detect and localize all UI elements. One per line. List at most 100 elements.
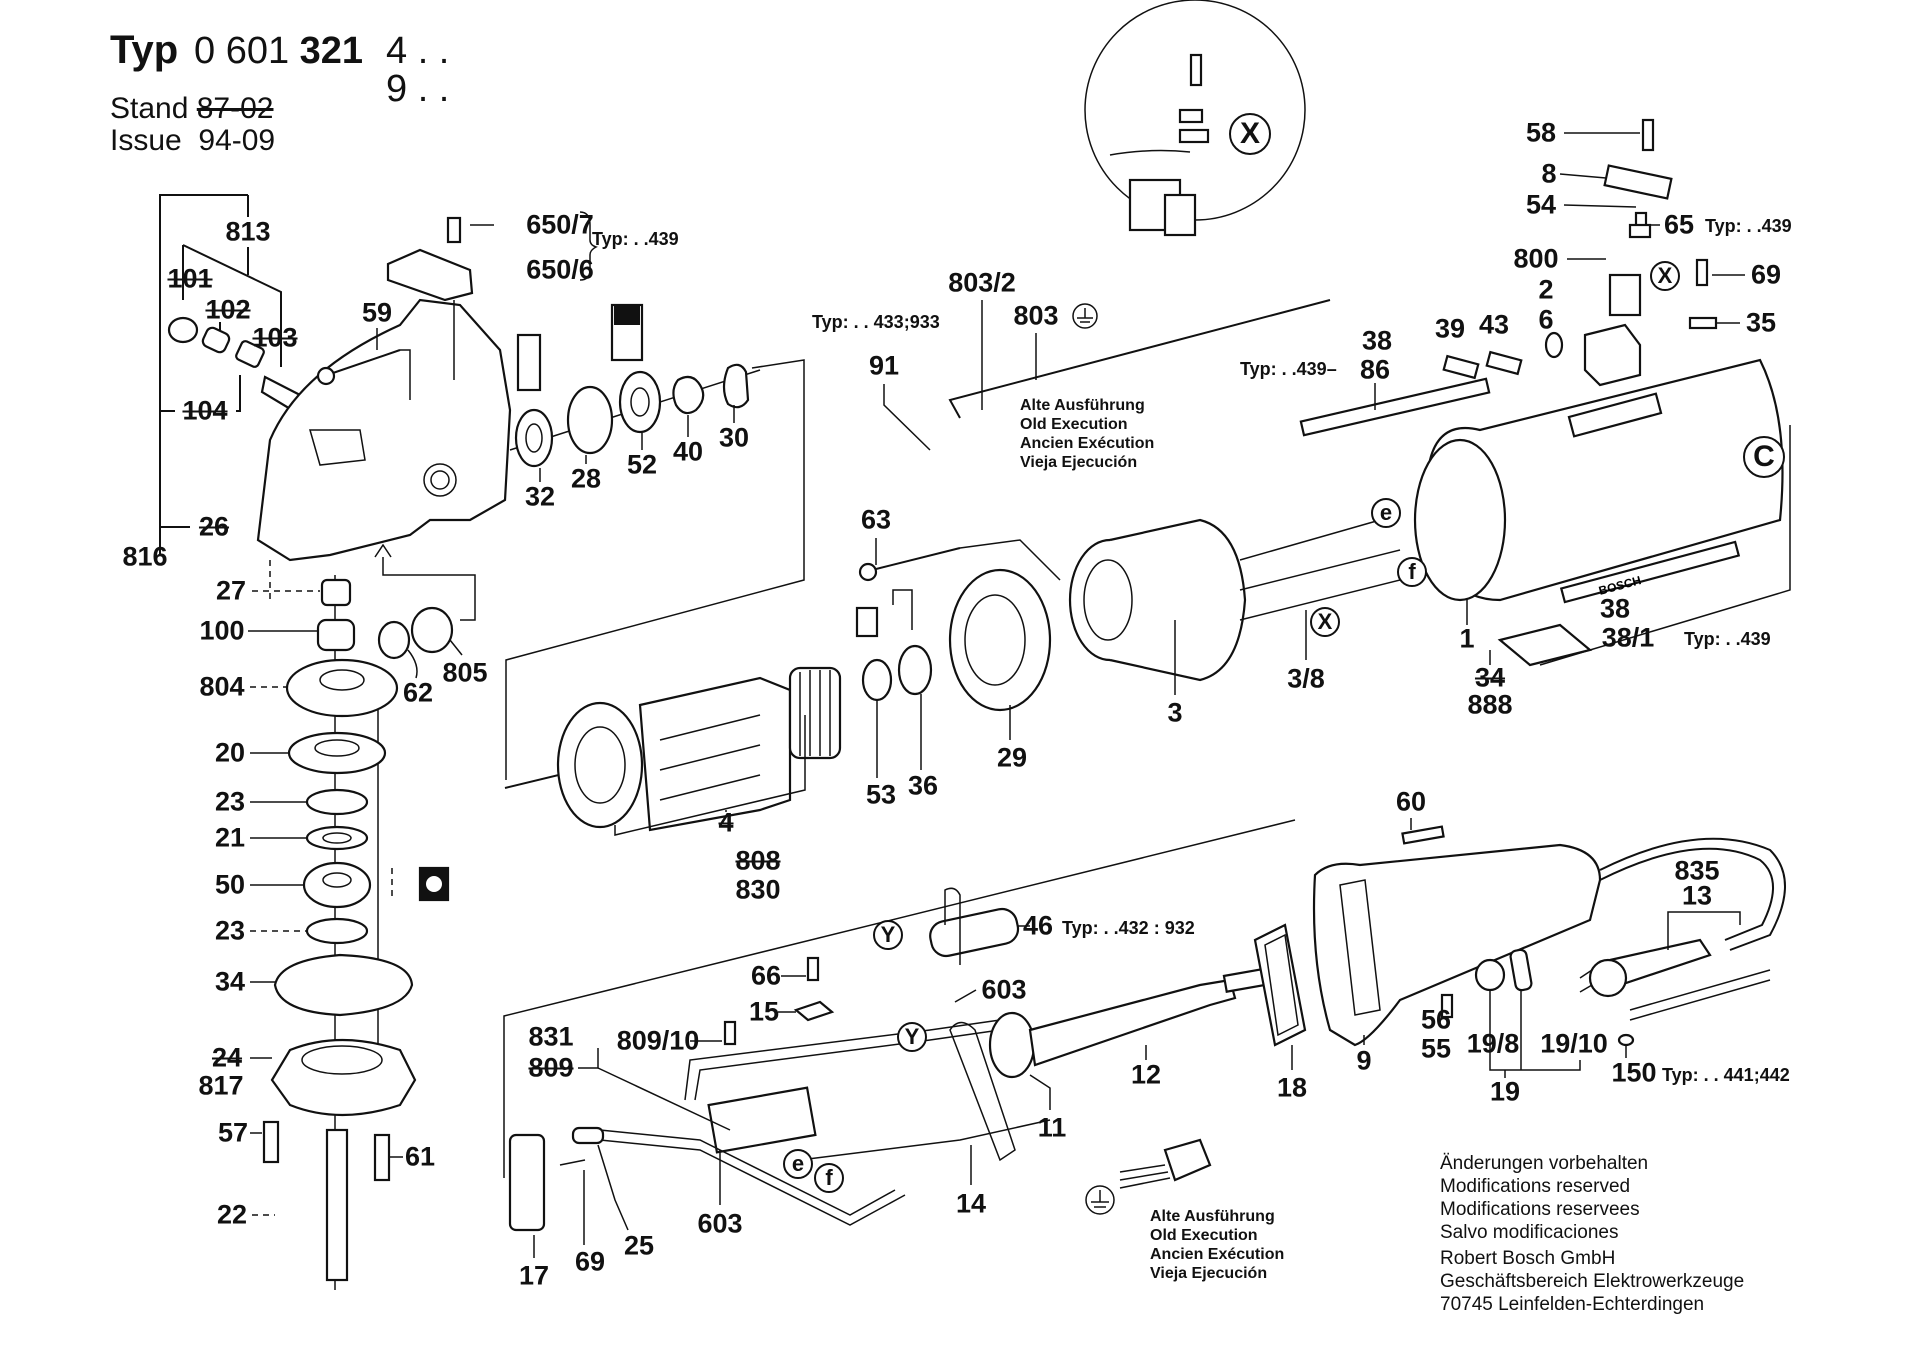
part-callout-1: 1 [1459,623,1475,654]
reference-marker-y-top: Y [873,920,903,950]
part-callout-4: 4 [718,807,734,838]
part-callout-18: 18 [1276,1072,1308,1103]
footer-company: Robert Bosch GmbH [1440,1248,1616,1269]
part-callout-650-6: 650/6 [526,254,594,285]
part-callout-34-888s: 34 [1474,662,1506,693]
part-callout-103: 103 [252,322,298,353]
type-note-typ-86: Typ: . .439– [1240,359,1337,379]
typ-variant-1: 4 . . [386,30,450,72]
part-callout-101: 101 [167,263,213,294]
part-callout-14: 14 [955,1188,987,1219]
part-callout-40: 40 [672,436,704,467]
part-callout-29: 29 [996,742,1028,773]
handle-and-cord [1312,818,1786,1078]
part-callout-26: 26 [198,511,230,542]
type-note-typ-650: Typ: . .439 [592,229,679,249]
part-callout-24: 24 [211,1042,243,1073]
part-callout-56: 56 [1420,1004,1452,1035]
gear-housing-26 [256,211,598,621]
stand-value: 87-02 [196,92,274,125]
part-callout-57: 57 [217,1117,249,1148]
part-callout-69b: 69 [574,1246,606,1277]
reference-marker-e-switch: e [783,1149,813,1179]
part-callout-53: 53 [865,779,897,810]
part-callout-800: 800 [1513,243,1559,274]
part-callout-60: 60 [1395,786,1427,817]
gear-column [248,575,463,1290]
typ-variant-2: 9 . . [386,68,450,110]
note-line: Alte Ausführung [1020,397,1145,414]
issue-label: Issue [110,124,182,157]
part-callout-63: 63 [860,504,892,535]
detail-circle-x [1084,0,1306,237]
part-callout-21: 21 [214,822,246,853]
part-callout-603b: 603 [697,1208,743,1239]
reference-marker-e-stator: e [1371,498,1401,528]
part-callout-13: 13 [1681,880,1713,911]
type-note-typ-38-1: Typ: . .439 [1684,629,1771,649]
part-callout-38-1: 38/1 [1601,622,1655,653]
part-callout-30: 30 [718,422,750,453]
part-callout-2: 2 [1538,274,1554,305]
part-callout-59: 59 [361,297,393,328]
issue-row: Issue 94-09 [110,124,275,158]
part-callout-19: 19 [1489,1076,1521,1107]
footer-notice: Änderungen vorbehalten Modifications res… [1440,1152,1744,1316]
part-callout-50: 50 [214,869,246,900]
part-callout-835: 835 [1674,855,1720,886]
footer-line: Modifications reserved [1440,1176,1631,1197]
part-callout-9: 9 [1356,1045,1372,1076]
type-note-typ-150: Typ: . . 441;442 [1662,1065,1790,1085]
ground-wire-803 [883,299,1331,451]
issue-value: 94-09 [198,124,276,157]
part-callout-808: 808 [735,845,781,876]
part-callout-32: 32 [524,481,556,512]
part-callout-58: 58 [1525,117,1557,148]
part-callout-6: 6 [1538,304,1554,335]
type-note-typ-46: Typ: . .432 : 932 [1062,918,1195,938]
stand-row: Stand 87-02 [110,92,273,126]
part-callout-830: 830 [735,874,781,905]
part-callout-25: 25 [623,1230,655,1261]
footer-line: Modifications reservees [1440,1199,1640,1220]
part-callout-54: 54 [1525,189,1557,220]
part-callout-888: 888 [1467,689,1513,720]
part-callout-12: 12 [1130,1059,1162,1090]
part-callout-803-2: 803/2 [948,267,1016,298]
part-callout-28: 28 [570,463,602,494]
footer-line: Änderungen vorbehalten [1440,1153,1649,1174]
part-callout-55: 55 [1420,1033,1452,1064]
part-callout-603a: 603 [981,974,1027,1005]
part-callout-17: 17 [518,1260,550,1291]
typ-number-bold: 321 [299,30,364,72]
reference-marker-f-switch: f [814,1163,844,1193]
part-callout-650-7: 650/7 [526,209,594,240]
switch-assembly [503,819,1307,1258]
typ-label: Typ [110,28,179,72]
part-callout-805: 805 [442,657,488,688]
part-callout-61: 61 [404,1141,436,1172]
part-callout-38b: 38 [1599,593,1631,624]
part-callout-104: 104 [182,395,228,426]
part-callout-62: 62 [402,677,434,708]
reference-marker-y-mid: Y [897,1022,927,1052]
stator [1068,518,1401,695]
part-callout-22: 22 [216,1199,248,1230]
typ-number-prefix: 0 601 [194,30,290,72]
part-callout-8: 8 [1541,158,1557,189]
stand-label: Stand [110,92,189,125]
reference-marker-f-stator: f [1397,557,1427,587]
part-callout-35: 35 [1745,307,1777,338]
note-line: Old Execution [1150,1227,1258,1244]
part-callout-20: 20 [214,737,246,768]
type-note-typ-91: Typ: . . 433;933 [812,312,940,332]
part-callout-34: 34 [214,966,246,997]
part-callout-813: 813 [225,216,271,247]
part-callout-27: 27 [215,575,247,606]
part-callout-38a: 38 [1361,325,1393,356]
part-callout-816: 816 [122,541,168,572]
type-note-typ-65: Typ: . .439 [1705,216,1792,236]
part-callout-46: 46 [1022,910,1054,941]
